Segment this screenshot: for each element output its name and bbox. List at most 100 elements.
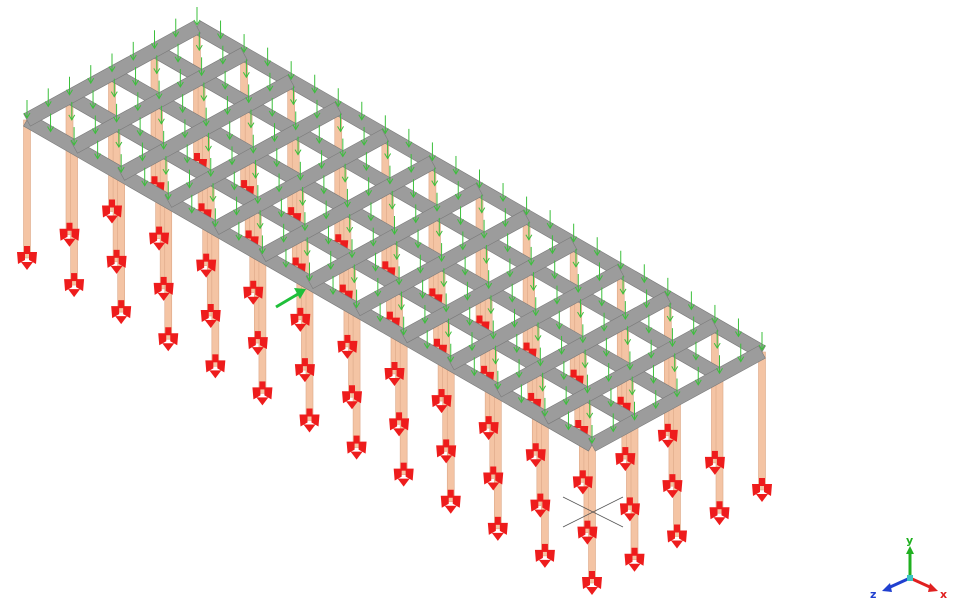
fixed-support-icon[interactable] bbox=[487, 516, 508, 541]
load-arrow-icon bbox=[506, 258, 514, 278]
fixed-support-icon[interactable] bbox=[252, 381, 273, 406]
support-left-fin bbox=[483, 472, 492, 485]
load-arrow-head bbox=[694, 379, 702, 386]
support-base bbox=[756, 494, 768, 502]
fixed-support-icon[interactable] bbox=[106, 249, 127, 274]
fixed-support-icon[interactable] bbox=[662, 474, 683, 499]
fixed-support-icon[interactable] bbox=[624, 547, 645, 572]
fixed-support-icon[interactable] bbox=[346, 435, 367, 460]
beam-transverse[interactable] bbox=[494, 291, 672, 398]
fixed-support-icon[interactable] bbox=[294, 358, 315, 383]
load-arrow-head bbox=[193, 19, 201, 26]
fixed-support-icon[interactable] bbox=[393, 462, 414, 487]
fixed-support-icon[interactable] bbox=[572, 470, 593, 495]
fixed-support-icon[interactable] bbox=[200, 304, 221, 328]
fixed-support-icon[interactable] bbox=[534, 543, 555, 568]
fixed-support-icon[interactable] bbox=[530, 493, 551, 518]
beam-transverse[interactable] bbox=[23, 20, 201, 127]
fixed-support-icon[interactable] bbox=[615, 447, 636, 472]
beam-transverse[interactable] bbox=[541, 318, 719, 425]
fixed-support-icon[interactable] bbox=[59, 222, 80, 247]
column[interactable] bbox=[352, 309, 361, 448]
fixed-support-icon[interactable] bbox=[17, 246, 37, 270]
column[interactable] bbox=[446, 363, 455, 503]
fixed-support-icon[interactable] bbox=[657, 423, 678, 448]
grid-slab[interactable] bbox=[23, 20, 766, 452]
column[interactable] bbox=[494, 390, 502, 530]
fixed-support-icon[interactable] bbox=[389, 412, 410, 437]
beam-transverse[interactable] bbox=[399, 237, 578, 344]
fixed-support-icon[interactable] bbox=[111, 300, 132, 325]
beam-transverse[interactable] bbox=[588, 345, 766, 452]
fixed-support-icon[interactable] bbox=[342, 385, 362, 410]
fixed-support-icon[interactable] bbox=[299, 408, 320, 433]
load-arrow-icon bbox=[256, 210, 264, 230]
load-arrow-icon bbox=[513, 334, 521, 354]
column[interactable] bbox=[164, 200, 173, 340]
beam-transverse[interactable] bbox=[117, 74, 295, 181]
fixed-support-icon[interactable] bbox=[619, 497, 640, 522]
fixed-support-icon[interactable] bbox=[752, 478, 772, 502]
beam-transverse[interactable] bbox=[446, 264, 625, 371]
load-arrow-icon bbox=[508, 283, 516, 303]
column[interactable] bbox=[758, 351, 766, 491]
load-arrow-head bbox=[264, 60, 272, 67]
z-axis-arrowhead bbox=[882, 583, 892, 592]
fixed-support-icon[interactable] bbox=[149, 226, 170, 251]
column[interactable] bbox=[630, 421, 639, 561]
column[interactable] bbox=[673, 398, 681, 537]
column[interactable] bbox=[258, 255, 267, 394]
fixed-support-icon[interactable] bbox=[440, 489, 461, 514]
fixed-support-icon[interactable] bbox=[525, 443, 546, 468]
fixed-support-icon[interactable] bbox=[483, 466, 504, 491]
fixed-support-icon[interactable] bbox=[243, 280, 264, 305]
fixed-support-icon[interactable] bbox=[709, 501, 730, 526]
fixed-support-icon[interactable] bbox=[247, 331, 268, 356]
load-arrow-head bbox=[230, 184, 238, 191]
fixed-support-icon[interactable] bbox=[153, 276, 174, 301]
column[interactable] bbox=[117, 173, 125, 313]
fixed-support-icon[interactable] bbox=[337, 334, 358, 359]
beam-transverse[interactable] bbox=[164, 101, 343, 208]
fixed-support-icon[interactable] bbox=[582, 571, 602, 595]
load-arrow-icon bbox=[435, 217, 443, 237]
column[interactable] bbox=[541, 417, 549, 557]
beam-transverse[interactable] bbox=[258, 155, 437, 262]
load-arrow-icon bbox=[66, 76, 73, 96]
fixed-support-icon[interactable] bbox=[205, 354, 226, 379]
support-block bbox=[344, 334, 351, 343]
fixed-support-icon[interactable] bbox=[196, 253, 217, 278]
fixed-support-icon[interactable] bbox=[158, 327, 179, 352]
fixed-support-icon[interactable] bbox=[64, 273, 85, 298]
fixed-support-icon[interactable] bbox=[667, 524, 687, 549]
beam-transverse[interactable] bbox=[70, 47, 248, 154]
load-arrow-icon bbox=[457, 206, 464, 226]
column[interactable] bbox=[715, 374, 724, 514]
column[interactable] bbox=[211, 228, 220, 367]
fixed-support-icon[interactable] bbox=[384, 362, 405, 386]
load-arrow-head bbox=[428, 155, 436, 162]
beam-transverse[interactable] bbox=[352, 210, 531, 317]
load-arrow-icon bbox=[327, 250, 335, 270]
column[interactable] bbox=[399, 336, 408, 475]
fixed-support-icon[interactable] bbox=[704, 450, 725, 475]
fixed-support-icon[interactable] bbox=[431, 389, 452, 414]
fixed-support-icon[interactable] bbox=[102, 199, 122, 224]
support-block bbox=[292, 257, 299, 266]
support-left-fin bbox=[487, 522, 496, 535]
fixed-support-icon[interactable] bbox=[436, 439, 457, 464]
beam-transverse[interactable] bbox=[305, 182, 484, 290]
column[interactable] bbox=[305, 282, 314, 421]
fixed-support-icon[interactable] bbox=[478, 416, 499, 441]
fixed-support-icon[interactable] bbox=[290, 307, 311, 332]
support-left-fin bbox=[704, 456, 713, 469]
support-base bbox=[666, 490, 679, 499]
support-base bbox=[294, 323, 307, 332]
beam-transverse[interactable] bbox=[211, 128, 390, 235]
support-block bbox=[434, 338, 440, 347]
column[interactable] bbox=[70, 146, 78, 286]
support-block bbox=[151, 176, 158, 185]
fixed-support-icon[interactable] bbox=[577, 520, 598, 545]
column[interactable] bbox=[23, 119, 31, 259]
